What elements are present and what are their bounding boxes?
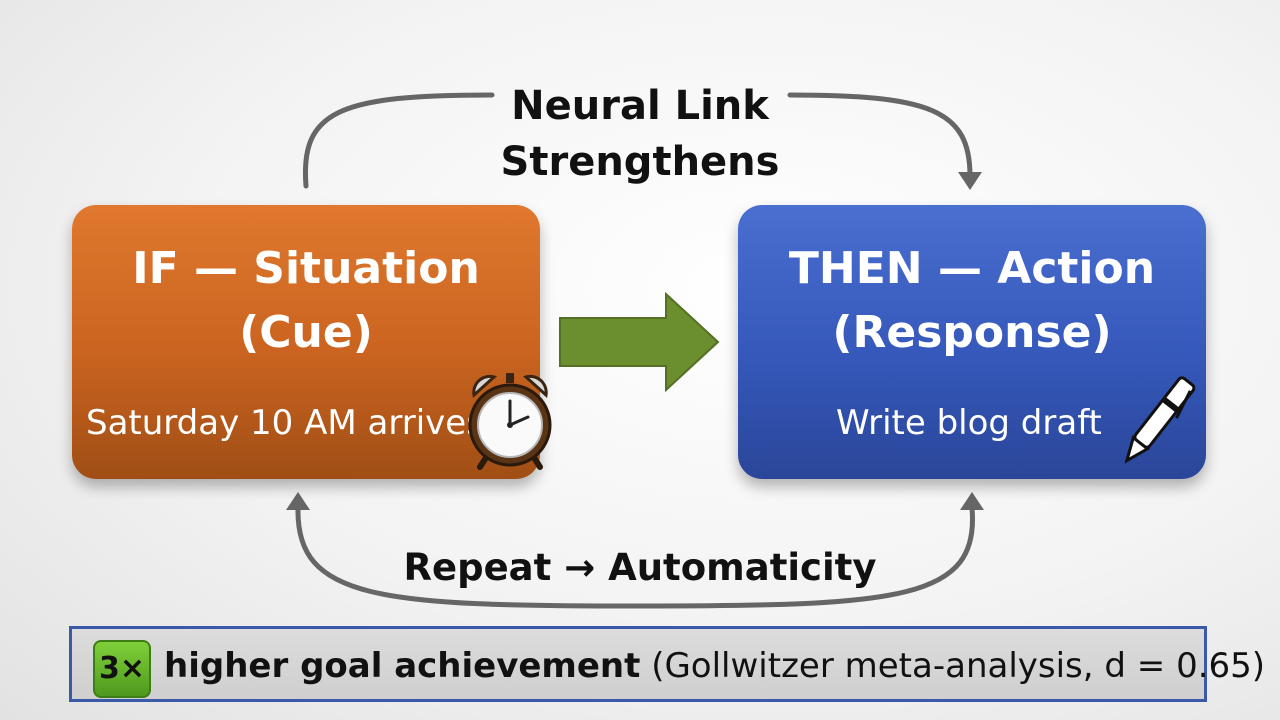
then-action-box: THEN — Action (Response) Write blog draf… <box>738 205 1206 479</box>
then-box-title-line1: THEN — Action <box>788 243 1156 294</box>
top-loop-left-arc <box>302 92 495 189</box>
top-loop-arrowhead <box>958 172 982 190</box>
if-situation-box: IF — Situation (Cue) Saturday 10 AM arri… <box>72 205 552 479</box>
repeat-automaticity-label: Repeat → Automaticity <box>403 546 877 589</box>
three-times-badge: 3× <box>93 640 151 698</box>
neural-link-line1: Neural Link <box>511 83 769 129</box>
if-then-arrow <box>559 292 720 392</box>
statistic-banner: 3× higher goal achievement (Gollwitzer m… <box>69 626 1265 702</box>
bottom-loop-arrowhead-left <box>286 492 310 510</box>
then-box-title-line2: (Response) <box>832 307 1112 358</box>
bottom-loop-arc <box>295 505 976 609</box>
if-box-title-line2: (Cue) <box>239 307 373 358</box>
if-box-subtitle: Saturday 10 AM arrives <box>86 403 484 443</box>
bottom-loop-arrowhead-right <box>960 492 984 510</box>
statistic-highlight: higher goal achievement <box>164 646 641 686</box>
alarm-clock-icon <box>468 373 552 470</box>
pen-icon <box>1124 376 1196 464</box>
top-loop-right-arc <box>787 92 973 179</box>
if-box-title-line1: IF — Situation <box>132 243 480 294</box>
then-box-title: THEN — Action (Response) <box>738 237 1206 365</box>
statistic-source: (Gollwitzer meta-analysis, d = 0.65) <box>640 646 1266 686</box>
if-box-title: IF — Situation (Cue) <box>72 237 540 365</box>
neural-link-line2: Strengthens <box>500 139 780 185</box>
statistic-text: higher goal achievement (Gollwitzer meta… <box>164 643 1265 689</box>
neural-link-label: Neural Link Strengthens <box>440 78 840 190</box>
then-box-subtitle: Write blog draft <box>836 403 1102 443</box>
